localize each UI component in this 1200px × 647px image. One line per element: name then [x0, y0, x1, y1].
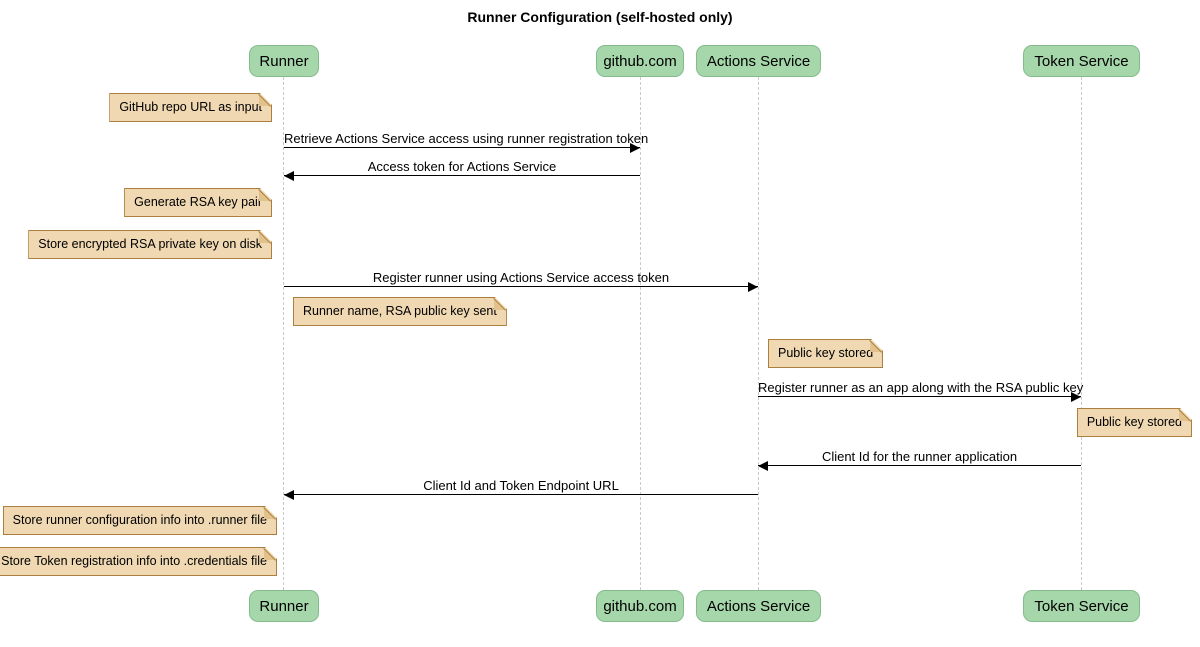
message-line: [758, 460, 1081, 471]
note-text: Store Token registration info into .cred…: [1, 554, 267, 568]
arrowhead-right-icon: [1071, 391, 1081, 402]
arrowhead-left-icon: [284, 489, 294, 500]
participant-token-service-bottom: Token Service: [1023, 590, 1140, 622]
note-store-token-registration-file: Store Token registration info into .cred…: [0, 547, 277, 576]
note-text: Public key stored: [778, 346, 874, 360]
participant-runner-top: Runner: [249, 45, 319, 77]
arrowhead-left-icon: [758, 460, 768, 471]
message-line: [758, 391, 1081, 402]
participant-github-top: github.com: [596, 45, 684, 77]
message-access-token: Access token for Actions Service: [284, 159, 640, 181]
diagram-title: Runner Configuration (self-hosted only): [467, 9, 733, 25]
lifeline-github: [640, 77, 641, 590]
message-client-id: Client Id for the runner application: [758, 449, 1081, 471]
note-text: Generate RSA key pair: [134, 195, 262, 209]
message-label: Client Id for the runner application: [821, 449, 1018, 464]
message-register-runner-as-app: Register runner as an app along with the…: [758, 380, 1084, 402]
participant-actions-service-bottom: Actions Service: [696, 590, 821, 622]
message-label: Register runner as an app along with the…: [758, 380, 1084, 395]
message-line: [284, 142, 640, 153]
note-text: Runner name, RSA public key sent: [303, 304, 497, 318]
note-generate-rsa-key-pair: Generate RSA key pair: [124, 188, 272, 217]
message-line: [284, 281, 758, 292]
message-client-id-endpoint-url: Client Id and Token Endpoint URL: [284, 478, 758, 500]
participant-runner-bottom: Runner: [249, 590, 319, 622]
message-label: Retrieve Actions Service access using ru…: [284, 131, 649, 146]
message-label: Register runner using Actions Service ac…: [372, 270, 670, 285]
note-runner-name-public-key-sent: Runner name, RSA public key sent: [293, 297, 507, 326]
note-fold-icon: [264, 507, 276, 519]
participant-github-bottom: github.com: [596, 590, 684, 622]
lifeline-token-service: [1081, 77, 1082, 590]
arrowhead-right-icon: [748, 281, 758, 292]
lifeline-runner: [283, 77, 284, 590]
arrowhead-left-icon: [284, 170, 294, 181]
message-label: Access token for Actions Service: [367, 159, 557, 174]
note-fold-icon: [264, 548, 276, 560]
note-fold-icon: [259, 189, 271, 201]
note-text: GitHub repo URL as input: [119, 100, 262, 114]
participant-token-service-top: Token Service: [1023, 45, 1140, 77]
message-label: Client Id and Token Endpoint URL: [423, 478, 619, 493]
lifeline-actions-service: [758, 77, 759, 590]
note-fold-icon: [259, 231, 271, 243]
message-line: [284, 489, 758, 500]
message-retrieve-actions-access: Retrieve Actions Service access using ru…: [284, 131, 649, 153]
note-fold-icon: [494, 298, 506, 310]
note-public-key-stored-actions: Public key stored: [768, 339, 883, 368]
note-public-key-stored-token: Public key stored: [1077, 408, 1192, 437]
note-fold-icon: [259, 94, 271, 106]
message-register-runner: Register runner using Actions Service ac…: [284, 270, 758, 292]
note-github-repo-url-input: GitHub repo URL as input: [109, 93, 272, 122]
note-text: Store encrypted RSA private key on disk: [38, 237, 262, 251]
note-fold-icon: [870, 340, 882, 352]
note-fold-icon: [1179, 409, 1191, 421]
message-line: [284, 170, 640, 181]
note-store-encrypted-rsa-key: Store encrypted RSA private key on disk: [28, 230, 272, 259]
note-store-runner-config-file: Store runner configuration info into .ru…: [3, 506, 277, 535]
note-text: Store runner configuration info into .ru…: [12, 513, 267, 527]
arrowhead-right-icon: [630, 142, 640, 153]
participant-actions-service-top: Actions Service: [696, 45, 821, 77]
note-text: Public key stored: [1086, 415, 1182, 429]
